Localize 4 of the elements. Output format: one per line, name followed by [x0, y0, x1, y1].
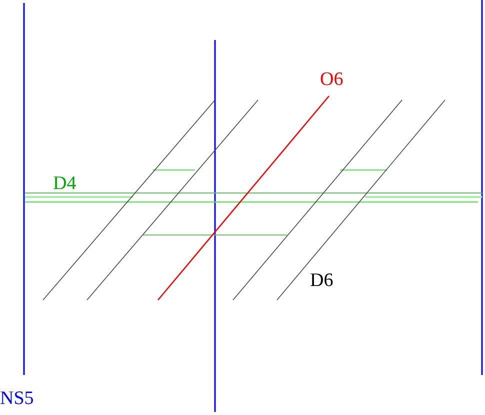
- brane-label: D6: [310, 271, 334, 290]
- brane-label: NS5: [0, 389, 34, 408]
- brane-label: D4: [53, 174, 76, 193]
- brane-label: O6: [320, 70, 344, 89]
